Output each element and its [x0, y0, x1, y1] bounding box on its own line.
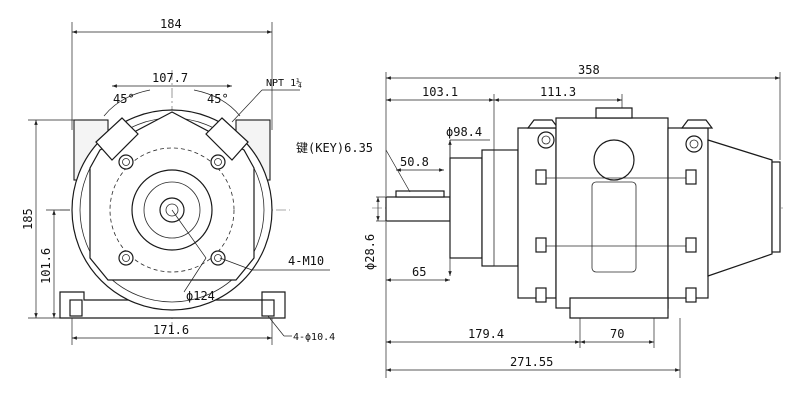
- shaft: [385, 196, 451, 222]
- dim-shaft-length: 65: [412, 265, 426, 279]
- dim-base-width: 171.6: [153, 323, 189, 337]
- dim-angle-left: 45°: [113, 92, 135, 106]
- body-top-boss-left: [526, 119, 560, 129]
- shaft-center: [165, 203, 179, 217]
- label-bolt-circle: ϕ124: [186, 289, 215, 303]
- label-key: 键(KEY)6.35: [296, 141, 373, 155]
- valve-cap: [771, 161, 781, 253]
- dim-foot-width: 70: [610, 327, 624, 341]
- dim-key-length: 50.8: [400, 155, 429, 169]
- dim-shaft-to-body: 103.1: [422, 85, 458, 99]
- front-view: 184 107.7 45° 45° NPT 1¼ 185 101.6 4-M10…: [21, 17, 335, 345]
- label-base-holes: 4-ϕ10.4: [293, 332, 335, 343]
- dim-foot-spacing: 271.55: [510, 355, 553, 369]
- rear-casing: [667, 127, 709, 299]
- base-hole-right: [261, 299, 275, 317]
- bearing-inner: [143, 181, 201, 239]
- label-port-thread: NPT 1¼: [266, 77, 302, 89]
- dim-angle-right: 45°: [207, 92, 229, 106]
- bolt-holes: [118, 154, 226, 266]
- dim-body-length: 111.3: [540, 85, 576, 99]
- dim-center-height: 101.6: [39, 248, 53, 284]
- discharge-port: [593, 139, 635, 181]
- pump-body: [517, 127, 557, 299]
- base-hole-left: [69, 299, 83, 317]
- side-view: 358 103.1 111.3 ϕ98.4 键(KEY)6.35 50.8 ϕ2…: [296, 63, 784, 378]
- port-boss-right: [205, 117, 249, 161]
- casing-top: [595, 107, 633, 119]
- flange-bolt-circle: [109, 147, 235, 273]
- dim-flange-width: 107.7: [152, 71, 188, 85]
- bearing-hub: [481, 149, 519, 267]
- dim-foot-position: 179.4: [468, 327, 504, 341]
- dim-overall-width: 184: [160, 17, 182, 31]
- side-foot: [569, 297, 669, 319]
- dim-overall-length: 358: [578, 63, 600, 77]
- key: [395, 190, 445, 198]
- dim-shaft-dia: ϕ28.6: [363, 234, 377, 270]
- mounting-flange: [449, 157, 483, 259]
- body-top-boss-right: [680, 119, 714, 129]
- dim-overall-height: 185: [21, 208, 35, 230]
- label-bolt-holes: 4-M10: [288, 254, 324, 268]
- label-flange-dia: ϕ98.4: [446, 125, 482, 139]
- relief-valve: [707, 139, 773, 277]
- port-boss-left: [95, 117, 139, 161]
